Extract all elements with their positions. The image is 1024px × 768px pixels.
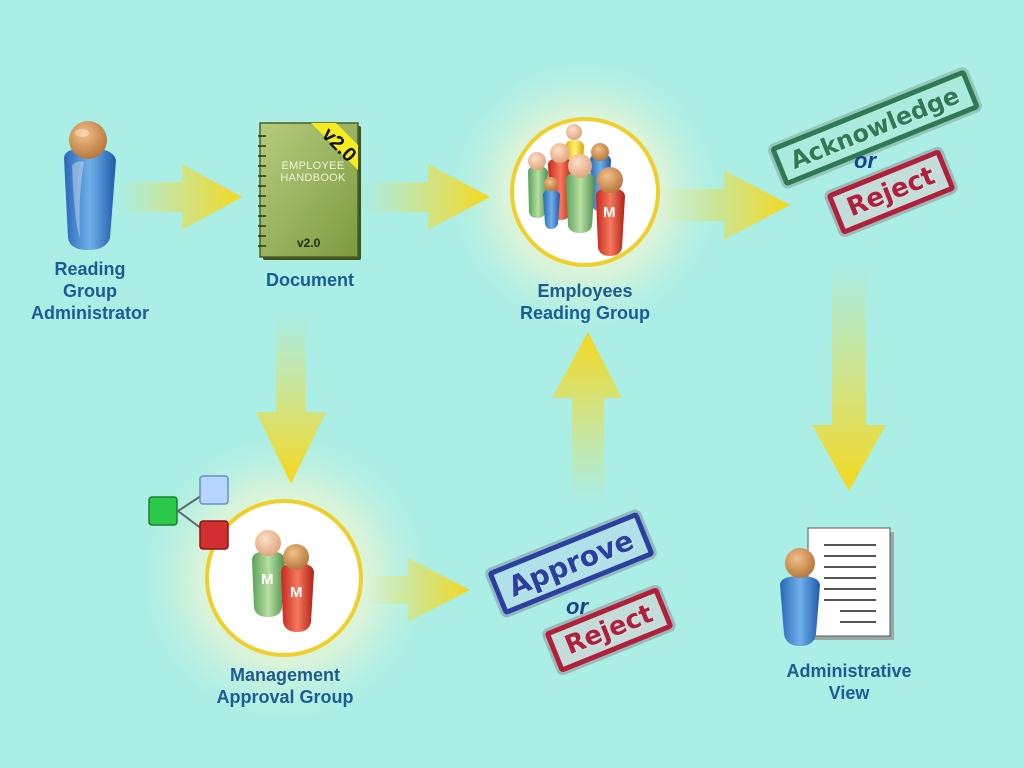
handbook-version: v2.0 [297,236,321,250]
admin-label: Reading Group Administrator [30,259,149,323]
employees-label: Employees Reading Group [520,281,650,323]
arrow-employees-to-stamps [660,170,790,240]
arrow-approval-to-employees [552,332,622,500]
management-label: Management Approval Group [216,665,354,707]
employee-handbook-icon [258,122,361,260]
document-label: Document [265,270,354,290]
arrow-document-to-employees [362,164,490,230]
manager-badge: M [603,204,616,221]
administrator-person-icon [64,121,116,250]
manager-badge: M [261,571,274,588]
arrow-admin-to-document [118,164,242,230]
hierarchy-icon [148,475,229,550]
arrow-stamps-to-admin-view [812,265,886,491]
arrow-document-to-management [256,315,326,484]
handbook-title: EMPLOYEE HANDBOOK [280,160,346,184]
employees-group-icon [528,124,625,256]
or-connector-top: or [854,148,876,173]
administrative-view-icon [780,527,894,646]
admin-view-label: Administrative View [786,661,912,703]
manager-badge: M [290,584,303,601]
or-connector-bottom: or [566,594,588,619]
management-group-icon [252,530,314,632]
arrow-management-to-approval [365,558,470,622]
version-ribbon [311,123,358,170]
